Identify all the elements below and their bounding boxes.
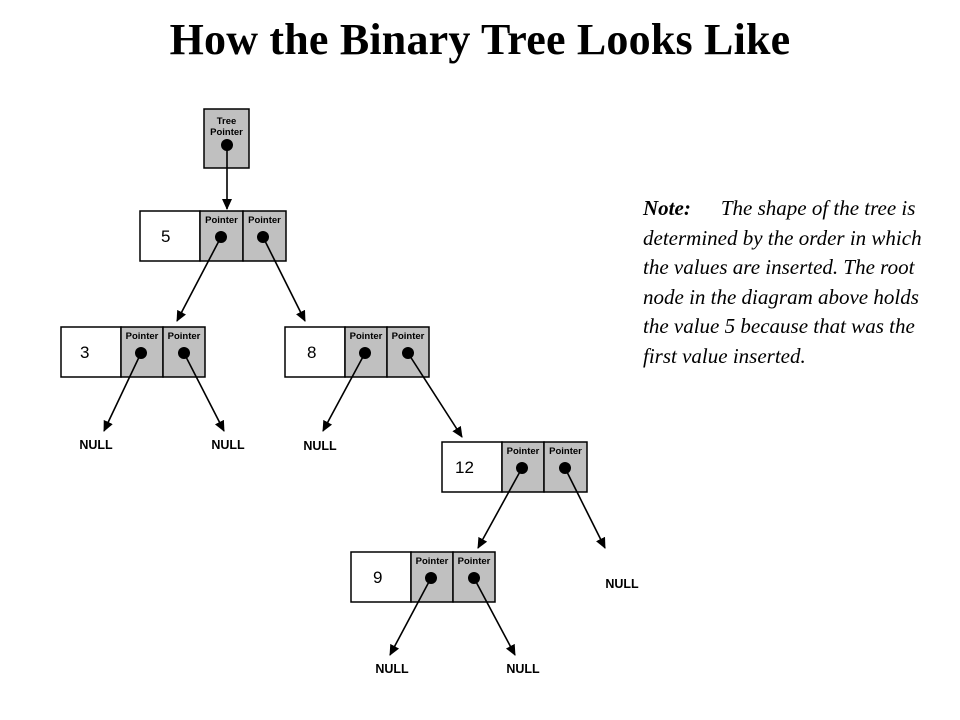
null-label-8-left: NULL bbox=[303, 439, 337, 453]
node-12-value: 12 bbox=[455, 458, 474, 477]
node-5-right-pointer-label: Pointer bbox=[248, 215, 281, 226]
node-5-value: 5 bbox=[161, 227, 170, 246]
note-text: Note:The shape of the tree is determined… bbox=[643, 194, 933, 371]
null-label-3-left: NULL bbox=[79, 438, 113, 452]
null-label-3-right: NULL bbox=[211, 438, 245, 452]
node-5-left-pointer-label: Pointer bbox=[205, 215, 238, 226]
node-3-value: 3 bbox=[80, 343, 89, 362]
arrow-9-left-null bbox=[389, 577, 432, 656]
note-body: The shape of the tree is determined by t… bbox=[643, 196, 922, 368]
node-3-right-pointer-label: Pointer bbox=[168, 331, 201, 342]
node-9-right-pointer-label: Pointer bbox=[458, 556, 491, 567]
arrow-12-right-null bbox=[564, 467, 606, 549]
pointer-arrows bbox=[103, 145, 606, 656]
node-8-right-pointer-label: Pointer bbox=[392, 331, 425, 342]
slide-title: How the Binary Tree Looks Like bbox=[169, 15, 791, 64]
node-9-value: 9 bbox=[373, 568, 382, 587]
node-12-right-pointer-label: Pointer bbox=[549, 446, 582, 457]
arrow-5-to-8 bbox=[262, 236, 306, 322]
arrow-9-right-null bbox=[473, 577, 516, 656]
arrow-12-to-9 bbox=[477, 467, 523, 549]
node-9: 9 Pointer Pointer bbox=[350, 551, 496, 603]
node-5: 5 Pointer Pointer bbox=[139, 210, 287, 262]
node-3-left-pointer-label: Pointer bbox=[126, 331, 159, 342]
tree-pointer-label-line2: Pointer bbox=[210, 127, 243, 138]
tree-pointer-label-line1: Tree bbox=[217, 116, 237, 127]
arrow-3-left-null bbox=[103, 352, 142, 432]
node-3: 3 Pointer Pointer bbox=[60, 326, 206, 378]
node-8-value: 8 bbox=[307, 343, 316, 362]
arrow-5-to-3 bbox=[176, 236, 222, 322]
node-9-left-pointer-label: Pointer bbox=[416, 556, 449, 567]
null-label-9-right: NULL bbox=[506, 662, 540, 676]
node-12: 12 Pointer Pointer bbox=[441, 441, 588, 493]
note-lead: Note: bbox=[643, 196, 691, 220]
null-label-12-right: NULL bbox=[605, 577, 639, 591]
arrow-8-left-null bbox=[322, 352, 366, 432]
node-8-left-pointer-label: Pointer bbox=[350, 331, 383, 342]
tree-pointer-box: Tree Pointer bbox=[203, 108, 250, 169]
node-12-left-pointer-label: Pointer bbox=[507, 446, 540, 457]
arrow-3-right-null bbox=[183, 352, 225, 432]
arrow-8-to-12 bbox=[407, 352, 463, 438]
null-label-9-left: NULL bbox=[375, 662, 409, 676]
